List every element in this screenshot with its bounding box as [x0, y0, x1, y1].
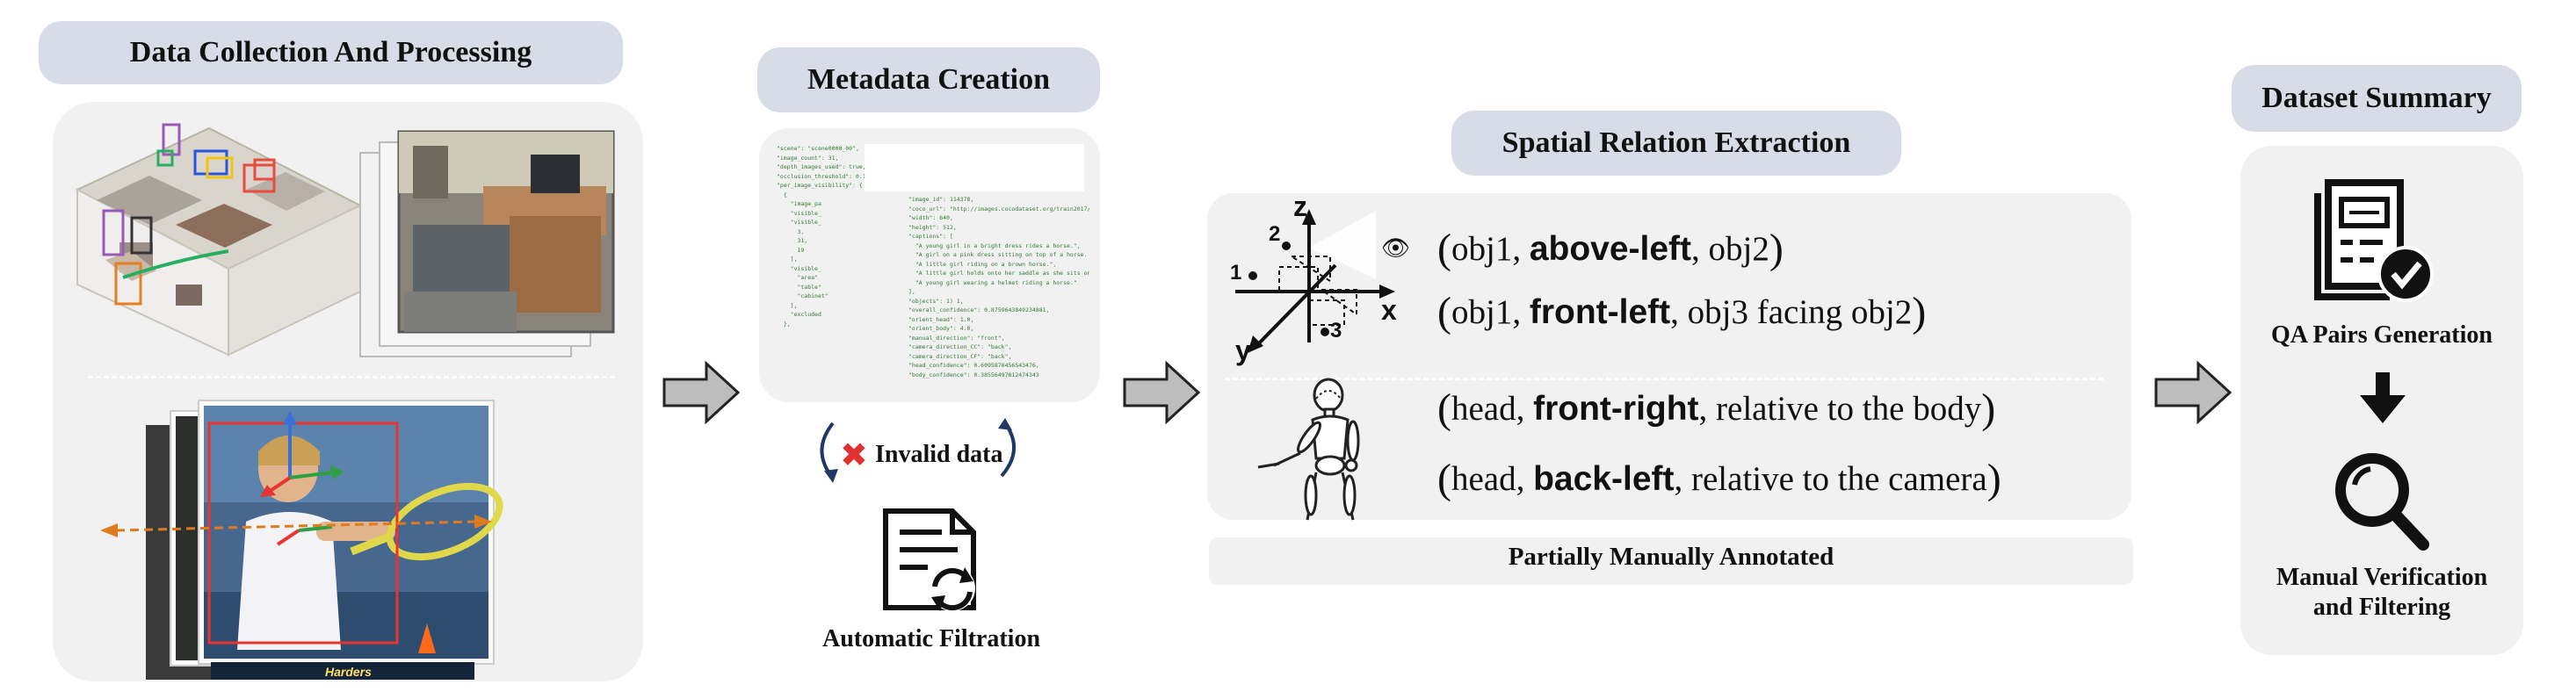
flow-arrow-2 — [1123, 360, 1201, 425]
json-line: "occlusion_threshold": 0.1, — [777, 172, 870, 180]
json-line: "A little girl holds onto her saddle as … — [915, 270, 1089, 277]
json-line: "A girl on a pink dress sitting on top o… — [908, 251, 1089, 258]
json-line: "excluded — [777, 311, 821, 318]
eye-icon: 👁 — [1381, 235, 1411, 262]
svg-text:2: 2 — [1269, 222, 1280, 246]
partially-annotated-label: Partially Manually Annotated — [1508, 543, 1834, 571]
json-line: "objects": 1) 1, — [908, 297, 964, 305]
json-line: ], — [777, 301, 798, 309]
relation-row-4: (head, back-left, relative to the camera… — [1437, 456, 2001, 502]
json-line: 19 — [777, 246, 805, 254]
flow-arrow-1 — [662, 360, 741, 425]
json-line: "depth_images_used": true, — [777, 163, 866, 170]
json-line: "cabinet" — [777, 292, 829, 299]
svg-text:3: 3 — [1330, 319, 1342, 342]
relation-row-1: (obj1, above-left, obj2) — [1437, 226, 1784, 272]
flow-arrow-3 — [2154, 360, 2232, 425]
down-arrow-icon — [2360, 372, 2406, 423]
json-line: "captions": [ — [908, 233, 953, 240]
room-scan-illustration — [75, 123, 615, 357]
json-line: "scene": "scene0000_00", — [777, 145, 859, 152]
invalid-icon: ✖ — [840, 436, 868, 474]
json-line: "body_confidence": 0.38556497812474343 — [908, 371, 1039, 378]
annotation-bar — [1209, 537, 2133, 585]
json-line: "table" — [777, 283, 821, 291]
invalid-loop-arrows — [820, 418, 1017, 483]
relation-row-2: (obj1, front-left, obj3 facing obj2) — [1437, 289, 1927, 335]
invalid-data-label: Invalid data — [875, 441, 1003, 468]
json-line: "area" — [777, 274, 818, 281]
svg-text:x: x — [1381, 294, 1397, 326]
json-line: "overall_confidence": 0.8759643849234881… — [908, 306, 1050, 313]
json-line: 3, — [777, 227, 805, 235]
tennis-photo-stack: Harders — [100, 400, 503, 680]
header-dataset-summary: Dataset Summary — [2232, 65, 2522, 132]
json-line: "image_pa — [777, 200, 821, 207]
json-line: "width": 640, — [908, 214, 953, 221]
qa-generation-label: QA Pairs Generation — [2271, 321, 2493, 349]
manual-verification-label-1: Manual Verification — [2276, 564, 2488, 591]
manual-verification-label-2: and Filtering — [2312, 594, 2451, 621]
qa-document-check-icon — [2314, 179, 2434, 302]
json-line: "visible_ — [777, 264, 821, 272]
json-line: "per_image_visibility": { — [777, 182, 863, 189]
svg-text:1: 1 — [1230, 261, 1241, 285]
json-line: "height": 512, — [908, 223, 957, 231]
svg-text:y: y — [1235, 335, 1251, 366]
svg-text:z: z — [1293, 195, 1307, 222]
mannequin-figure — [1257, 378, 1360, 521]
magnifier-icon — [2335, 453, 2429, 551]
relation-row-3: (head, front-right, relative to the body… — [1437, 386, 1996, 432]
json-line: "orient_body": 4.0, — [908, 325, 974, 332]
document-refresh-icon — [883, 508, 976, 611]
json-line: "image_id": 114378, — [908, 196, 974, 203]
json-line: "visible_ — [777, 209, 821, 217]
json-line: { — [777, 191, 787, 198]
json-line: "manual_direction": "front", — [908, 334, 1005, 342]
json-line: ], — [908, 288, 915, 295]
json-line: ], — [777, 256, 798, 263]
json-line: "head_confidence": 0.6095876456543476, — [908, 362, 1039, 369]
json-line: "camera_direction_CF": "back", — [908, 352, 1012, 360]
json-line: "A little girl riding on a brown horse."… — [908, 260, 1057, 268]
json-line: "A young girl wearing a helmet riding a … — [908, 278, 1077, 286]
spatial-divider — [1225, 378, 2103, 380]
header-data-collection: Data Collection And Processing — [39, 21, 623, 84]
photo-caption: Harders — [325, 665, 372, 679]
json-line: "coco_url": "http://images.cocodataset.o… — [908, 205, 1089, 213]
panel-divider — [88, 376, 615, 378]
json-line: }, — [777, 320, 791, 328]
json-line: "image_count": 31, — [777, 154, 839, 162]
json-line: 31, — [777, 237, 808, 244]
json-line: "orient_head": 1.0, — [908, 315, 974, 323]
json-snippet: "scene": "scene0000_00", "image_count": 3… — [773, 141, 1089, 395]
json-line: "visible_ — [777, 219, 821, 226]
header-spatial-relation: Spatial Relation Extraction — [1451, 111, 1901, 176]
json-line: "A young girl in a bright dress rides a … — [908, 241, 1081, 249]
header-metadata-creation: Metadata Creation — [757, 47, 1100, 112]
3d-axes-diagram: z x y 1 2 3 — [1230, 195, 1397, 366]
json-line: "camera_direction_CC": "back", — [908, 343, 1012, 350]
automatic-filtration-label: Automatic Filtration — [821, 625, 1041, 652]
